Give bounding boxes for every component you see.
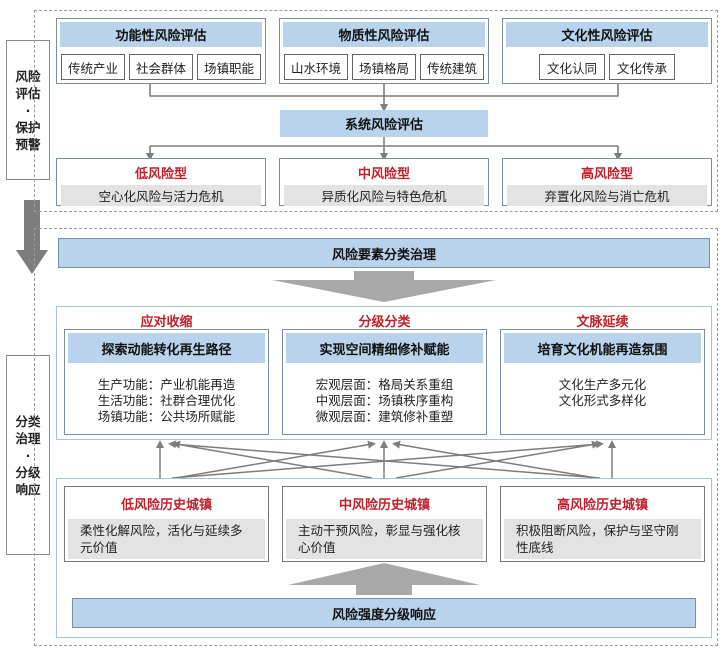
town-card-high: 高风险历史城镇 积极阻断风险，保护与坚守刚性底线 (500, 486, 705, 562)
category-cultural: 文化性风险评估 文化认同 文化传承 (502, 18, 712, 84)
side-label-governance: 分类 治理 · 分级 响应 (6, 355, 50, 555)
category-item: 山水环境 (284, 54, 348, 80)
strategy-line: 生产功能：产业机能再造 (97, 377, 236, 392)
merge-connector (149, 84, 619, 112)
category-title: 文化性风险评估 (506, 22, 708, 47)
strategy-line: 文化生产多元化 (558, 377, 647, 392)
split-connector (146, 137, 622, 161)
risk-type-title: 中风险型 (357, 167, 410, 182)
category-physical: 物质性风险评估 山水环境 场镇格局 传统建筑 (279, 18, 489, 84)
category-item: 传统建筑 (420, 54, 484, 80)
risk-type-low: 低风险型 空心化风险与活力危机 (56, 158, 266, 206)
category-item: 文化认同 (539, 54, 605, 80)
strategy-line: 生活功能：社群合理优化 (97, 393, 236, 408)
strategy-card-culture: 培育文化机能再造氛围 文化生产多元化 文化形式多样化 (500, 329, 705, 435)
category-functional: 功能性风险评估 传统产业 社会群体 场镇职能 (56, 18, 266, 84)
town-title: 中风险历史城镇 (338, 498, 430, 513)
category-item: 传统产业 (61, 54, 125, 80)
response-bar: 风险强度分级响应 (72, 598, 696, 628)
category-title: 物质性风险评估 (283, 22, 485, 47)
category-item: 文化传承 (609, 54, 675, 80)
strategy-line: 文化形式多样化 (558, 393, 647, 408)
town-title: 高风险历史城镇 (556, 498, 648, 513)
strategy-line: 微观层面：建筑修补重塑 (315, 409, 454, 424)
town-card-low: 低风险历史城镇 柔性化解风险，活化与延续多元价值 (64, 486, 269, 562)
town-title: 低风险历史城镇 (120, 498, 212, 513)
strategy-label: 文脉延续 (576, 315, 629, 330)
funnel-arrow (272, 271, 496, 302)
cross-arrows (156, 440, 616, 479)
category-item: 场镇格局 (352, 54, 416, 80)
strategy-label: 分级分类 (358, 315, 411, 330)
risk-type-title: 高风险型 (580, 167, 633, 182)
risk-type-high: 高风险型 弃置化风险与消亡危机 (502, 158, 712, 206)
risk-type-medium: 中风险型 异质化风险与特色危机 (279, 158, 489, 206)
risk-type-title: 低风险型 (134, 167, 187, 182)
governance-frame (34, 228, 718, 646)
governance-title: 风险要素分类治理 (58, 238, 710, 268)
strategy-card-space: 实现空间精细修补赋能 宏观层面：格局关系重组 中观层面：场镇秩序重构 微观层面：… (282, 329, 487, 435)
strategy-line: 中观层面：场镇秩序重构 (315, 393, 454, 408)
strategy-line: 宏观层面：格局关系重组 (315, 377, 454, 392)
up-arrow (288, 563, 480, 595)
town-desc: 柔性化解风险，活化与延续多元价值 (68, 519, 265, 559)
category-item: 场镇职能 (197, 54, 261, 80)
town-card-medium: 中风险历史城镇 主动干预风险，彰显与强化核心价值 (282, 486, 487, 562)
strategy-title: 探索动能转化再生路径 (68, 333, 265, 363)
strategy-title: 培育文化机能再造氛围 (504, 333, 701, 363)
strategy-title: 实现空间精细修补赋能 (286, 333, 483, 363)
strategy-label: 应对收缩 (140, 315, 193, 330)
strategies-panel (56, 306, 712, 440)
category-title: 功能性风险评估 (60, 22, 262, 47)
risk-type-desc: 异质化风险与特色危机 (284, 185, 484, 206)
town-desc: 主动干预风险，彰显与强化核心价值 (286, 519, 483, 559)
strategy-line: 场镇功能：公共场所赋能 (97, 409, 236, 424)
towns-panel (56, 478, 712, 638)
risk-type-desc: 空心化风险与活力危机 (61, 185, 261, 206)
system-assessment: 系统风险评估 (280, 110, 488, 137)
town-desc: 积极阻断风险，保护与坚守刚性底线 (504, 519, 701, 559)
category-item: 社会群体 (129, 54, 193, 80)
strategy-card-vitality: 探索动能转化再生路径 生产功能：产业机能再造 生活功能：社群合理优化 场镇功能：… (64, 329, 269, 435)
risk-type-desc: 弃置化风险与消亡危机 (507, 185, 707, 206)
left-down-arrow (16, 200, 48, 274)
assessment-frame (34, 10, 718, 212)
